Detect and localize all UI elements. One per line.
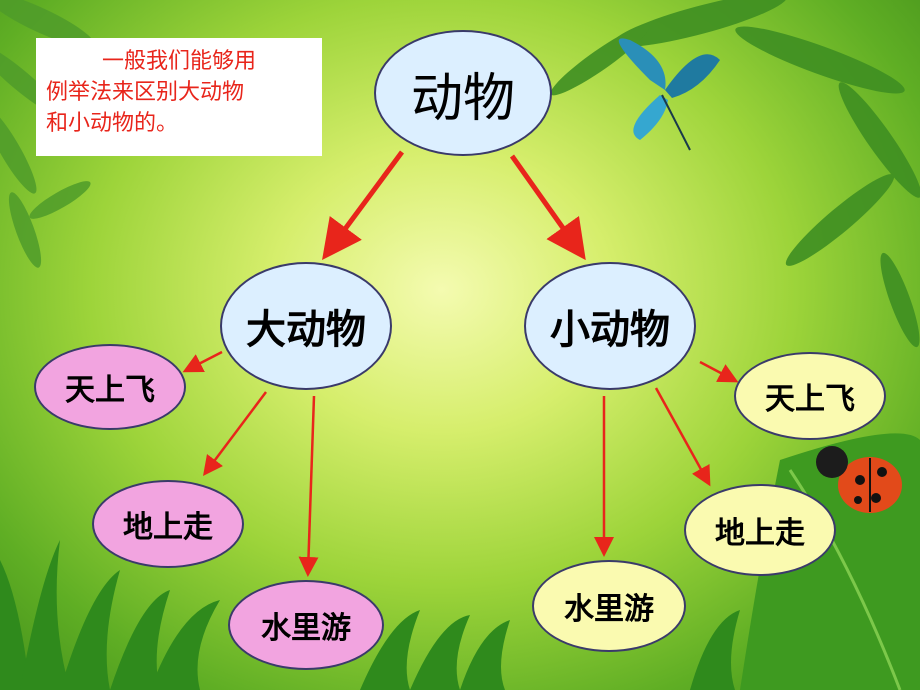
ladybug-image: [816, 446, 902, 513]
node-small-swim-label: 水里游: [564, 592, 654, 627]
arrow-big-to-swim: [298, 395, 319, 577]
note-line-2: 例举法来区别大动物: [46, 80, 245, 105]
node-big-walk: 地上走: [92, 480, 244, 568]
node-small-walk: 地上走: [684, 484, 836, 576]
butterfly-image: [618, 38, 720, 151]
node-small-fly-label: 天上飞: [765, 382, 855, 417]
arrow-small-to-fly: [699, 360, 739, 383]
node-small-animals-label: 小动物: [550, 307, 670, 353]
arrow-root-to-big: [322, 150, 405, 261]
arrow-big-to-fly: [182, 350, 223, 373]
node-big-walk-label: 地上走: [123, 510, 213, 545]
node-big-swim-label: 水里游: [261, 611, 351, 646]
node-small-swim: 水里游: [532, 560, 686, 652]
node-big-swim: 水里游: [228, 580, 384, 670]
arrow-big-to-walk: [203, 391, 267, 476]
node-small-fly: 天上飞: [734, 352, 886, 440]
grass-bottom: [0, 540, 740, 690]
node-big-fly-label: 天上飞: [65, 373, 155, 408]
note-line-1: 一般我们能够用: [102, 49, 257, 74]
node-animals: 动物: [374, 30, 552, 156]
fern-leaves-top-left: [0, 0, 95, 268]
node-small-animals: 小动物: [524, 262, 696, 390]
note-line-3: 和小动物的。: [46, 111, 179, 136]
node-animals-label: 动物: [410, 68, 515, 129]
node-big-animals: 大动物: [220, 262, 392, 390]
arrow-small-to-walk: [654, 387, 711, 487]
node-small-walk-label: 地上走: [715, 516, 805, 551]
arrow-root-to-small: [509, 154, 586, 261]
explanation-note: 一般我们能够用 例举法来区别大动物 和小动物的。: [36, 38, 322, 156]
node-big-fly: 天上飞: [34, 344, 186, 430]
node-big-animals-label: 大动物: [246, 307, 366, 353]
